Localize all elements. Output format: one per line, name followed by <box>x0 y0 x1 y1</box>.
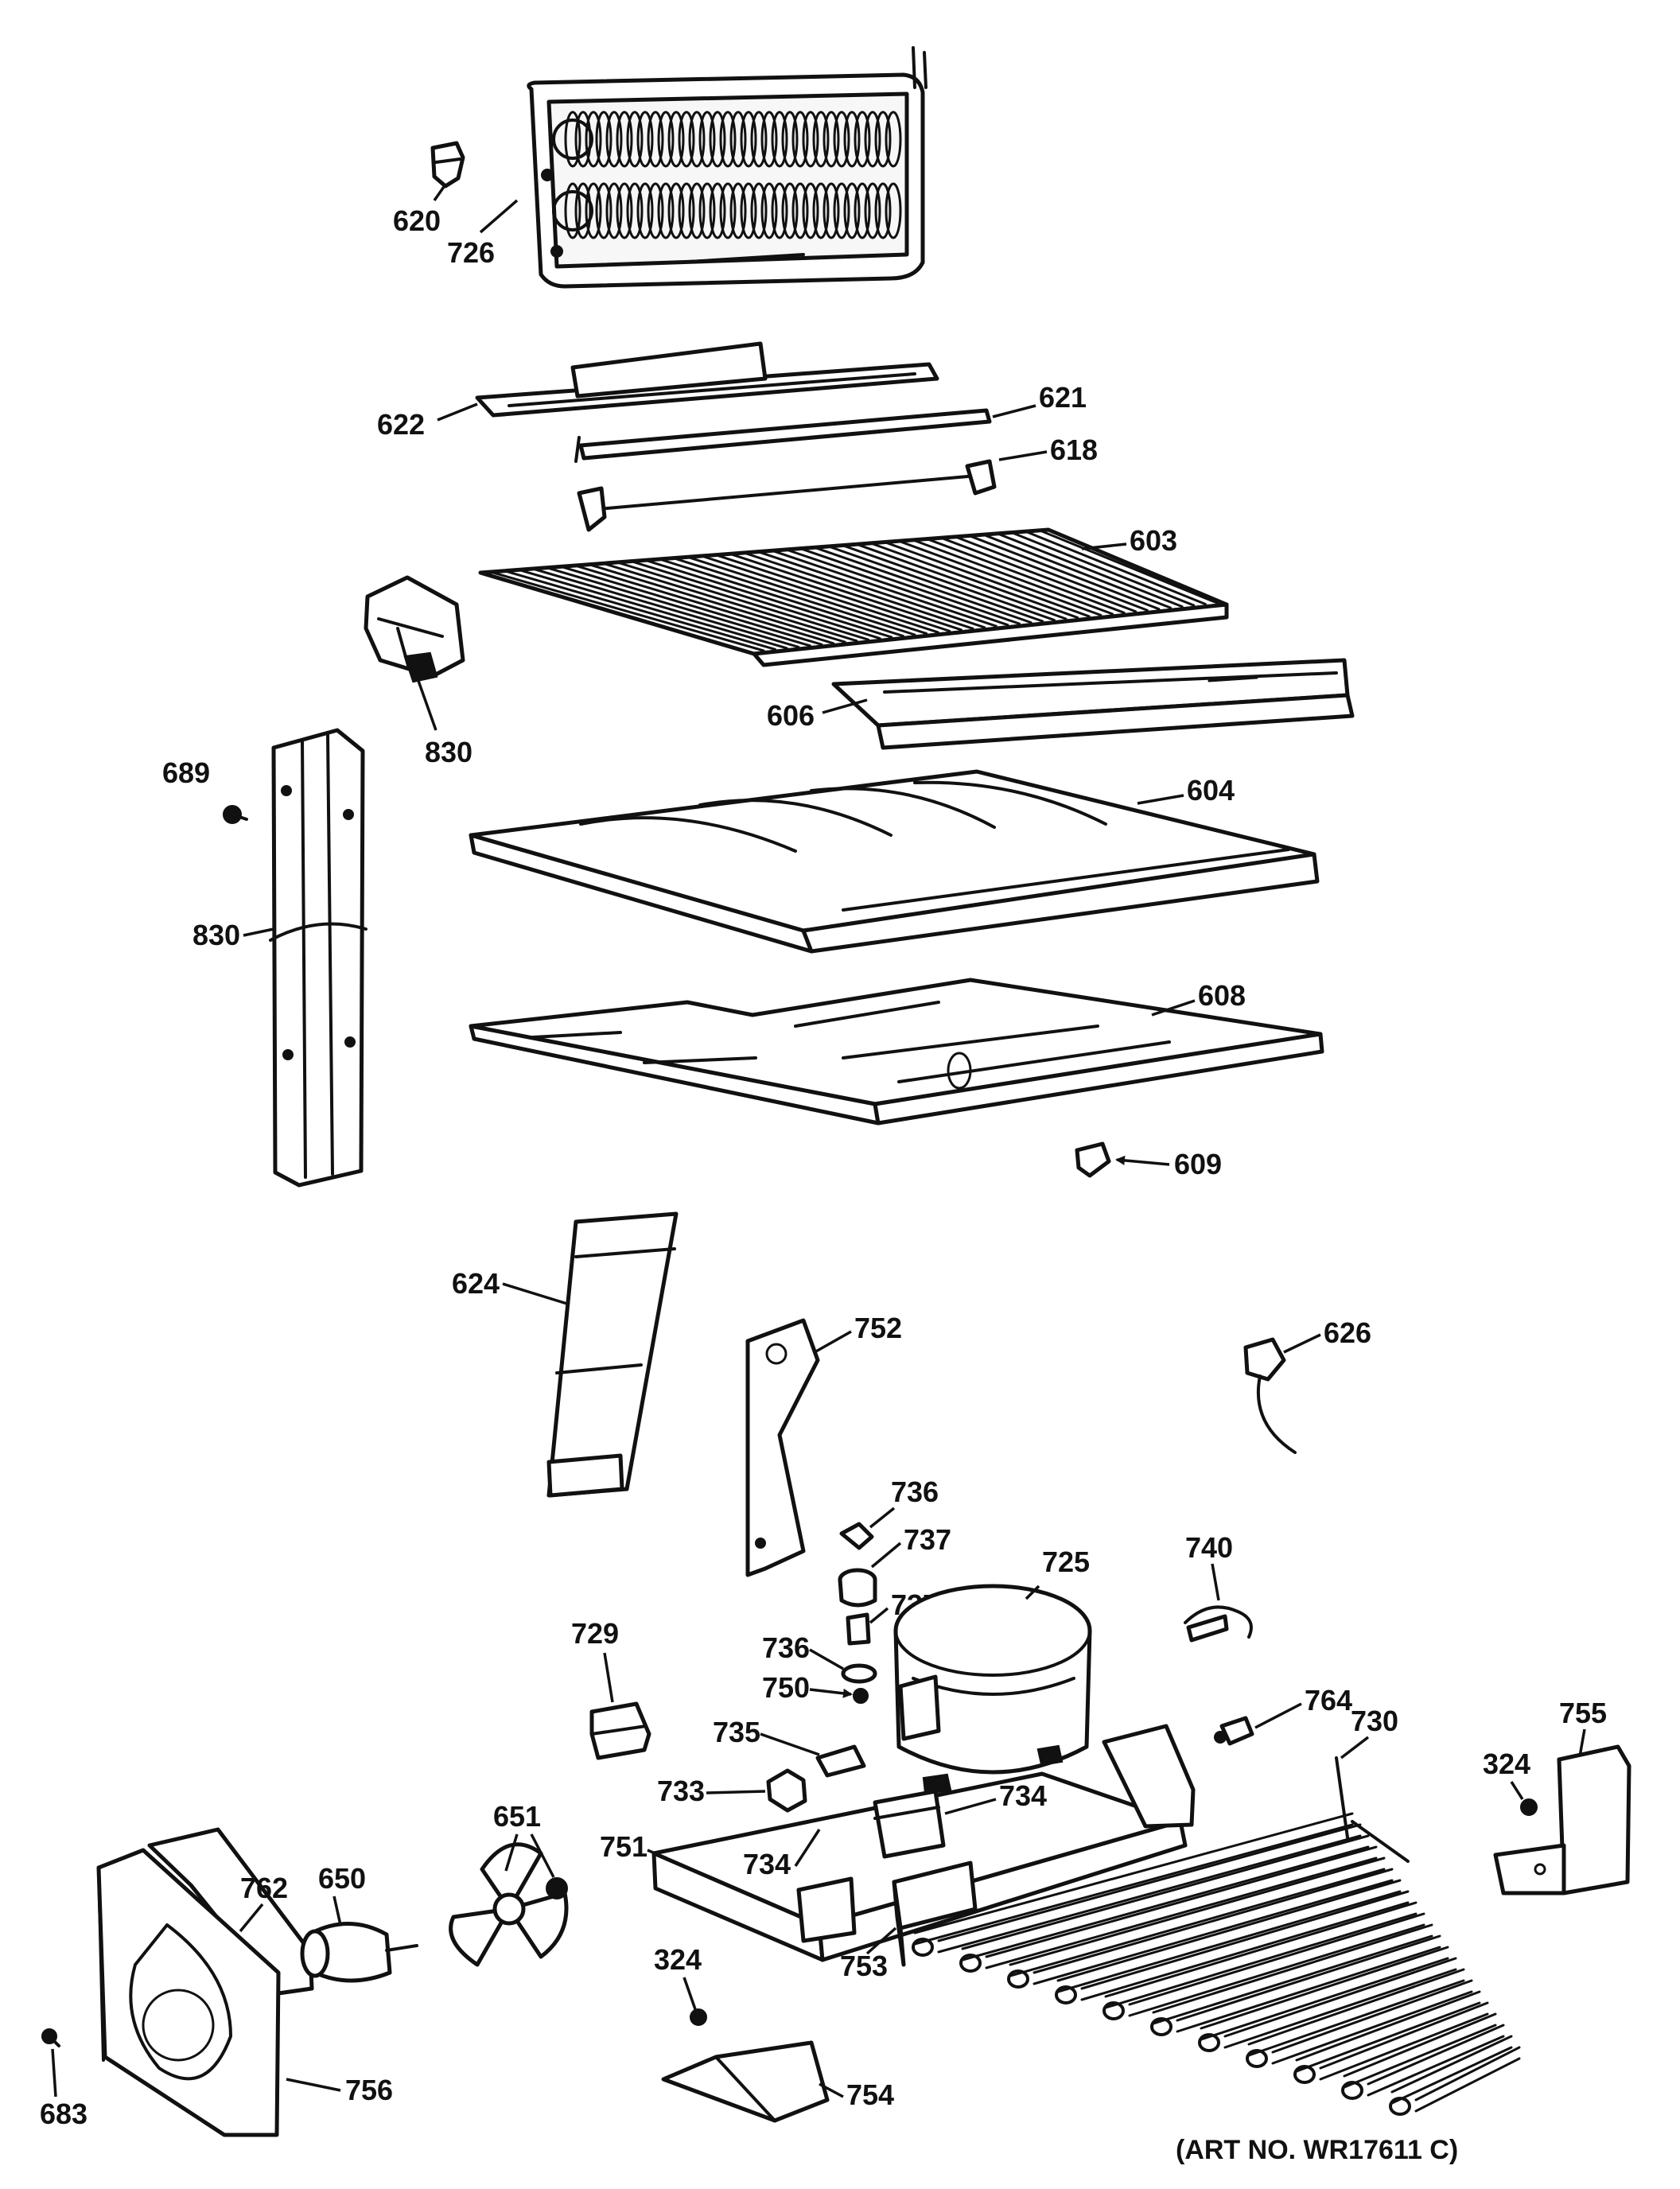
art-number: (ART NO. WR17611 C) <box>1176 2135 1458 2165</box>
part-650-fan-motor <box>300 1922 418 1983</box>
part-606-duct <box>831 658 1355 750</box>
callout-736-top: 736 <box>891 1476 939 1508</box>
callout-753: 753 <box>840 1950 888 1982</box>
callout-650: 650 <box>318 1862 366 1895</box>
callout-733: 733 <box>657 1775 705 1807</box>
callout-736-bottom: 736 <box>762 1631 810 1664</box>
callout-621: 621 <box>1039 381 1087 414</box>
part-756-fan-shroud <box>96 1848 281 2137</box>
part-324-screw-top <box>1520 1798 1538 1816</box>
callout-756: 756 <box>345 2074 393 2106</box>
callout-750: 750 <box>762 1671 810 1704</box>
callout-735: 735 <box>713 1716 760 1748</box>
part-764-clip <box>1214 1716 1254 1746</box>
part-830-control-box <box>364 575 465 683</box>
part-750-screw <box>853 1688 869 1704</box>
callout-754: 754 <box>846 2078 894 2111</box>
part-603-grille <box>478 527 1229 667</box>
callout-830-side: 830 <box>192 919 240 951</box>
part-626-cord <box>1243 1337 1297 1454</box>
callout-609: 609 <box>1174 1148 1222 1180</box>
callout-734-left: 734 <box>743 1848 791 1880</box>
part-737-grommet-large <box>838 1568 877 1608</box>
part-733-overload <box>766 1768 807 1813</box>
callout-622: 622 <box>377 408 425 441</box>
callout-683: 683 <box>40 2098 88 2130</box>
part-618-heater <box>577 459 997 532</box>
callout-730: 730 <box>1351 1705 1398 1737</box>
callout-755: 755 <box>1559 1697 1607 1729</box>
part-620-clip <box>430 141 465 189</box>
part-753-shield <box>892 1860 978 1967</box>
evaporator-coil-panel <box>527 46 928 289</box>
part-683-screw <box>41 2028 60 2047</box>
callout-752: 752 <box>854 1312 902 1344</box>
callout-618: 618 <box>1050 434 1098 466</box>
callout-737-top: 737 <box>904 1523 951 1556</box>
callout-324-top: 324 <box>1483 1748 1530 1780</box>
callout-740: 740 <box>1185 1531 1233 1564</box>
part-725-compressor <box>893 1584 1092 1795</box>
callout-751: 751 <box>600 1830 648 1863</box>
part-324-screw-bottom <box>690 2008 707 2026</box>
part-730-condenser <box>912 1756 1521 2116</box>
part-737-spacer <box>846 1612 871 1646</box>
part-624-baffle <box>546 1211 679 1498</box>
part-689-screw <box>223 805 248 824</box>
part-735-bracket <box>815 1744 866 1778</box>
callout-620: 620 <box>393 204 441 237</box>
callout-626: 626 <box>1324 1316 1371 1349</box>
callout-608: 608 <box>1198 979 1246 1012</box>
callout-689: 689 <box>162 756 210 789</box>
callout-830-top: 830 <box>425 736 472 768</box>
part-608-pan <box>469 978 1324 1126</box>
callout-725: 725 <box>1042 1546 1090 1578</box>
callout-324-bottom: 324 <box>654 1943 702 1976</box>
callout-606: 606 <box>767 699 815 732</box>
callout-764: 764 <box>1305 1684 1352 1717</box>
part-604-shelf <box>469 769 1320 954</box>
callout-762: 762 <box>240 1872 288 1904</box>
part-752-bracket <box>745 1318 820 1577</box>
callout-651: 651 <box>493 1800 541 1833</box>
part-740-clip <box>1184 1605 1253 1643</box>
part-754-bracket <box>661 2040 830 2123</box>
part-729-capacitor <box>589 1701 651 1760</box>
part-651-fan-blade <box>449 1842 569 1967</box>
part-762-gasket <box>147 1827 314 1996</box>
callout-603: 603 <box>1130 524 1177 557</box>
callout-624: 624 <box>452 1267 500 1300</box>
part-609-clip <box>1075 1141 1111 1178</box>
part-755-bracket <box>1493 1744 1631 1895</box>
callout-729: 729 <box>571 1617 619 1650</box>
callout-726: 726 <box>447 236 495 269</box>
part-736-grommet-top <box>839 1522 874 1550</box>
part-736-washer <box>841 1663 877 1684</box>
part-621-bar <box>574 408 992 463</box>
callout-734-right: 734 <box>999 1779 1047 1812</box>
part-622-cover <box>475 341 939 418</box>
part-734-relay <box>873 1789 946 1859</box>
callout-604: 604 <box>1187 774 1235 807</box>
part-830-side-rail <box>269 728 368 1188</box>
